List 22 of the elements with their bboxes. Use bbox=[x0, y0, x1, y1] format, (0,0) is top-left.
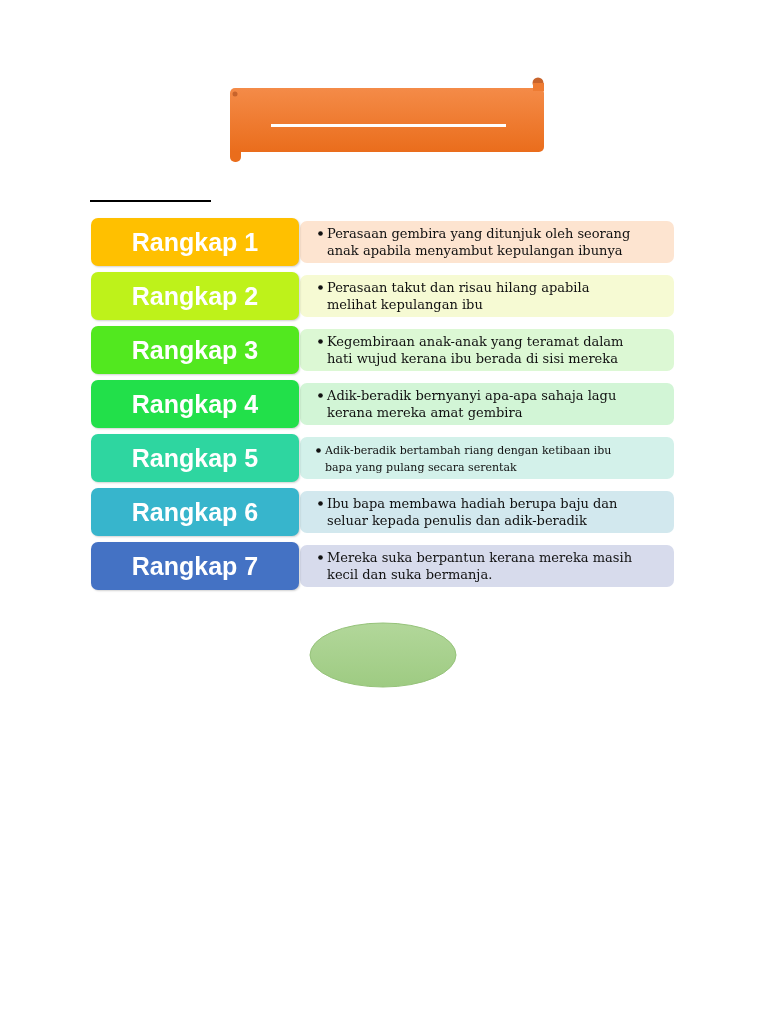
point-panel bbox=[300, 545, 674, 587]
point-panel bbox=[300, 221, 674, 263]
point-panel bbox=[300, 275, 674, 317]
point-text: Ibu bapa membawa hadiah berupa baju dan seluar kepada penulis dan adik-beradik bbox=[327, 495, 619, 529]
stanza-label: Rangkap 5 bbox=[91, 434, 299, 482]
stanza-label: Rangkap 2 bbox=[91, 272, 299, 320]
point-panel bbox=[300, 329, 674, 371]
stanza-label: Rangkap 4 bbox=[91, 380, 299, 428]
point-text: Kegembiraan anak-anak yang teramat dalam hati wujud kerana ibu berada di sisi mereka bbox=[327, 333, 625, 367]
stanza-label: Rangkap 1 bbox=[91, 218, 299, 266]
point-panel bbox=[300, 491, 674, 533]
point-panel bbox=[300, 437, 674, 479]
stanza-label: Rangkap 3 bbox=[91, 326, 299, 374]
oval bbox=[308, 621, 458, 689]
point-panel bbox=[300, 383, 674, 425]
stanza-label: Rangkap 6 bbox=[91, 488, 299, 536]
stanza-label: Rangkap 7 bbox=[91, 542, 299, 590]
point-text: Adik-beradik bertambah riang dengan ketibaan ibu bapa yang pulang secara serentak bbox=[325, 443, 613, 476]
point-text: Adik-beradik bernyanyi apa-apa sahaja lagu kerana mereka amat gembira bbox=[327, 387, 618, 421]
point-text: Mereka suka berpantun kerana mereka masih kecil dan suka bermanja. bbox=[327, 549, 633, 583]
point-text: Perasaan gembira yang ditunjuk oleh seorang anak apabila menyambut kepulangan ibunya bbox=[327, 225, 632, 259]
point-text: Perasaan takut dan risau hilang apabila melihat kepulangan ibu bbox=[327, 279, 591, 313]
